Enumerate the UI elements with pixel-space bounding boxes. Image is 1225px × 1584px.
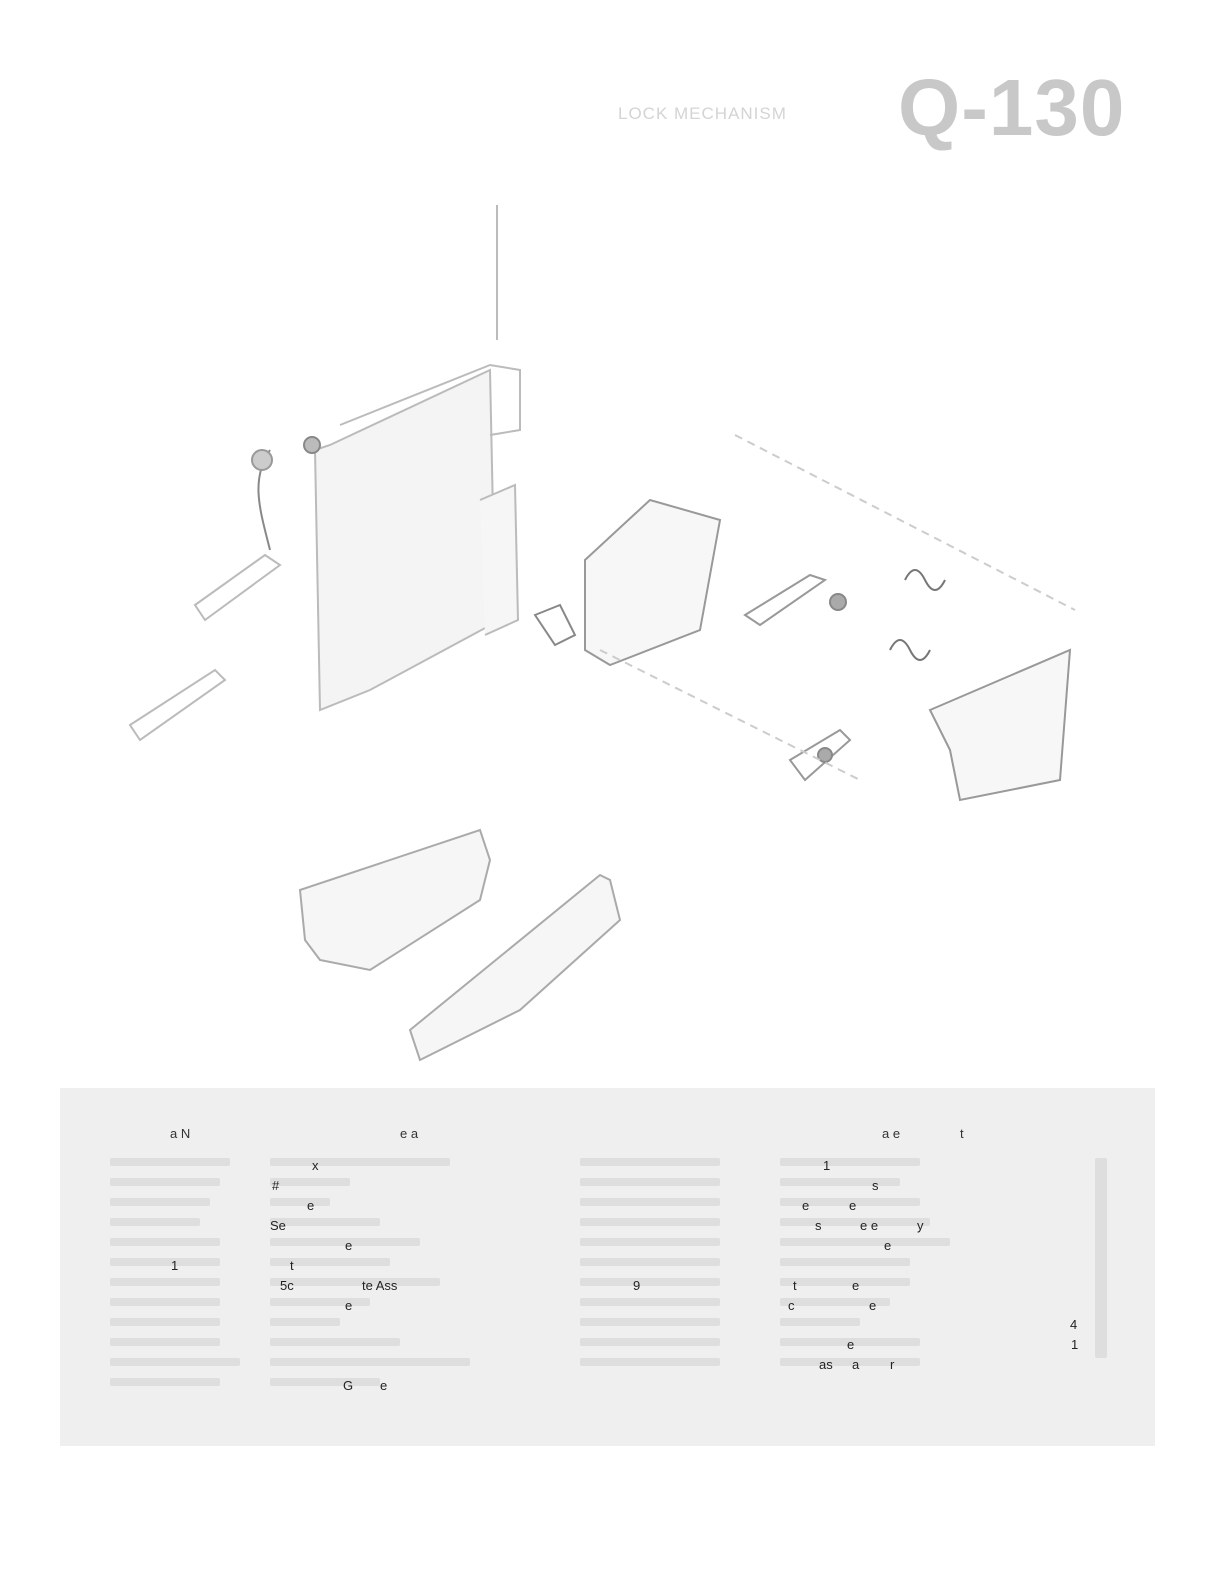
frame-top-flange	[339, 363, 521, 436]
right-fragment: e	[849, 1198, 857, 1213]
left-fragment: 5c	[280, 1278, 294, 1293]
right-fragment: 1	[823, 1158, 831, 1173]
left-fragment: x	[312, 1158, 319, 1173]
pin-roller	[817, 747, 833, 763]
right-fragment: e	[802, 1198, 810, 1213]
section-title: LOCK MECHANISM	[618, 104, 787, 123]
right-fragment: c	[788, 1298, 795, 1313]
spring-coil	[251, 449, 273, 471]
right-fragment: 9	[633, 1278, 641, 1293]
header-part-no: a N	[170, 1126, 191, 1141]
right-fragment: as	[819, 1357, 833, 1372]
left-fragment: t	[290, 1258, 294, 1273]
right-fragment-qty: 4	[1070, 1317, 1078, 1332]
left-fragment: Se	[270, 1218, 286, 1233]
right-fragment: a	[852, 1357, 860, 1372]
coil-spring-2	[889, 639, 931, 661]
left-fragment: #	[272, 1178, 280, 1193]
right-fragment: e e	[860, 1218, 879, 1233]
left-fragment: te Ass	[362, 1278, 398, 1293]
main-frame-plate	[313, 368, 502, 712]
right-fragment: s	[872, 1178, 879, 1193]
slide-lever	[193, 553, 282, 622]
right-fragment: e	[869, 1298, 877, 1313]
guide-plate-upper	[298, 828, 492, 972]
right-fragment: t	[793, 1278, 797, 1293]
small-roller	[829, 593, 847, 611]
right-fragment: e	[884, 1238, 892, 1253]
right-fragment: y	[917, 1218, 924, 1233]
latch-plate	[584, 498, 722, 667]
left-fragment: e	[345, 1238, 353, 1253]
left-fragment: e	[380, 1378, 388, 1393]
header-name-of-part: e a	[400, 1126, 419, 1141]
parts-table: a N e a a e t x # e Se e 1 t 5c te Ass	[60, 1088, 1155, 1446]
left-fragment: e	[345, 1298, 353, 1313]
right-fragment: e	[852, 1278, 860, 1293]
exploded-parts-diagram	[128, 205, 1076, 1062]
small-clip	[533, 603, 577, 647]
header-name-of-part-right-2: t	[960, 1126, 964, 1141]
page-code: Q-130	[898, 63, 1126, 152]
slide-plate	[128, 668, 227, 742]
coil-spring-1	[904, 569, 946, 591]
left-fragment: G	[343, 1378, 354, 1393]
latch-bracket	[788, 728, 852, 782]
guide-plate-lower	[408, 873, 622, 1062]
right-bracket	[928, 648, 1072, 802]
frame-coil	[303, 436, 321, 454]
header-name-of-part-right: a e	[882, 1126, 901, 1141]
right-fragment: r	[890, 1357, 895, 1372]
frame-side-flange	[479, 483, 520, 636]
right-fragment-qty: 1	[1071, 1337, 1079, 1352]
lever-arm	[743, 573, 828, 627]
right-fragment: s	[815, 1218, 822, 1233]
left-fragment: e	[307, 1198, 315, 1213]
left-fragment: 1	[171, 1258, 179, 1273]
right-fragment: e	[847, 1337, 855, 1352]
